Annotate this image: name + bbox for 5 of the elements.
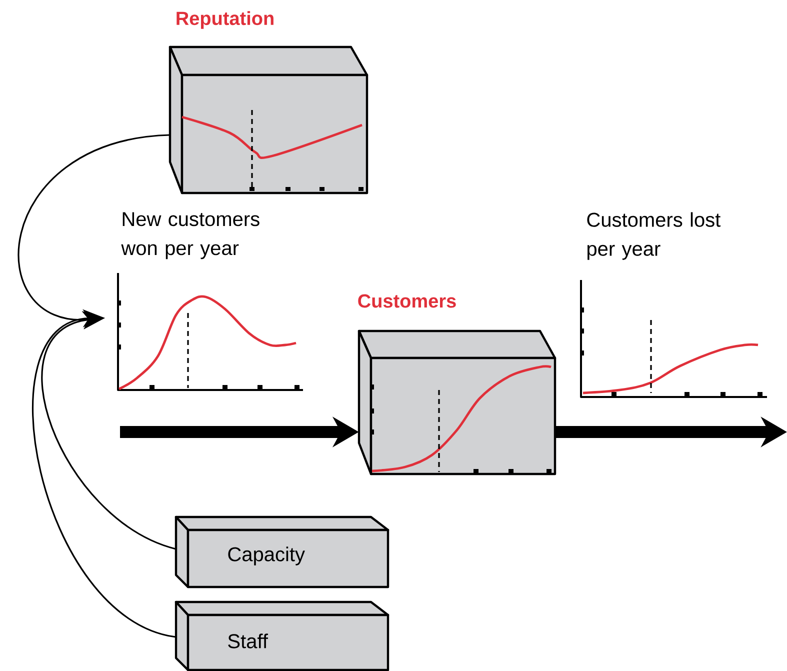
arrow — [32, 309, 176, 638]
chart-title: New customers won per year — [121, 212, 260, 260]
box-heading: Reputation — [176, 11, 274, 29]
chart-title: Customers lost per year — [587, 212, 720, 260]
box-heading: Customers — [358, 294, 456, 308]
